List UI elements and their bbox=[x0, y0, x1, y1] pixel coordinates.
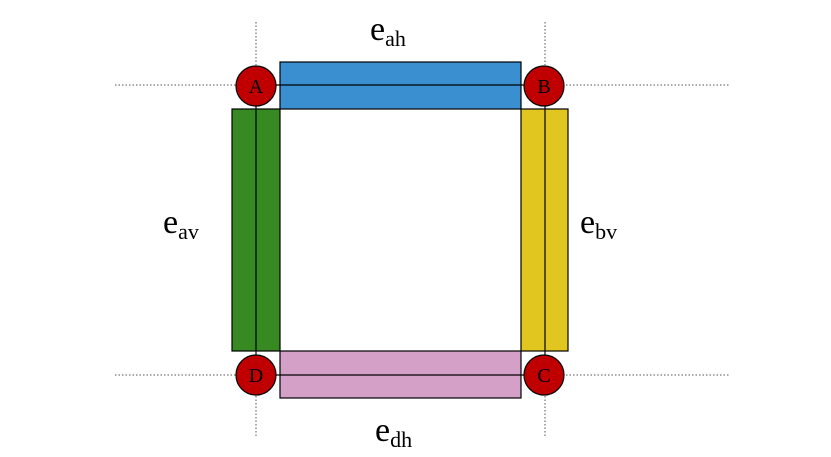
edge-bv-label: ebv bbox=[580, 204, 617, 244]
edge-dh-label-base: e bbox=[375, 412, 390, 449]
edge-bv-label-sub: bv bbox=[595, 219, 617, 244]
edge-av-label-base: e bbox=[163, 204, 178, 241]
edge-dh-label: edh bbox=[375, 412, 412, 452]
edge-ah-label: eah bbox=[370, 11, 406, 51]
edge-dh-label-sub: dh bbox=[390, 427, 412, 452]
node-c: C bbox=[523, 354, 565, 396]
node-a: A bbox=[235, 65, 277, 107]
edge-av-label: eav bbox=[163, 204, 199, 244]
node-d-circle bbox=[235, 354, 277, 396]
guide-lines bbox=[115, 22, 730, 437]
node-a-circle bbox=[235, 65, 277, 107]
node-c-circle bbox=[523, 354, 565, 396]
node-b-circle bbox=[523, 65, 565, 107]
node-c-label: C bbox=[537, 365, 550, 387]
node-d-label: D bbox=[249, 365, 263, 387]
edge-av-label-sub: av bbox=[178, 219, 199, 244]
edge-ah-label-base: e bbox=[370, 11, 385, 48]
node-a-label: A bbox=[249, 76, 264, 98]
center-lines bbox=[255, 84, 546, 376]
node-d: D bbox=[235, 354, 277, 396]
edge-bv-label-base: e bbox=[580, 204, 595, 241]
edge-ah-label-sub: ah bbox=[385, 26, 406, 51]
node-b: B bbox=[523, 65, 565, 107]
node-b-label: B bbox=[537, 76, 550, 98]
